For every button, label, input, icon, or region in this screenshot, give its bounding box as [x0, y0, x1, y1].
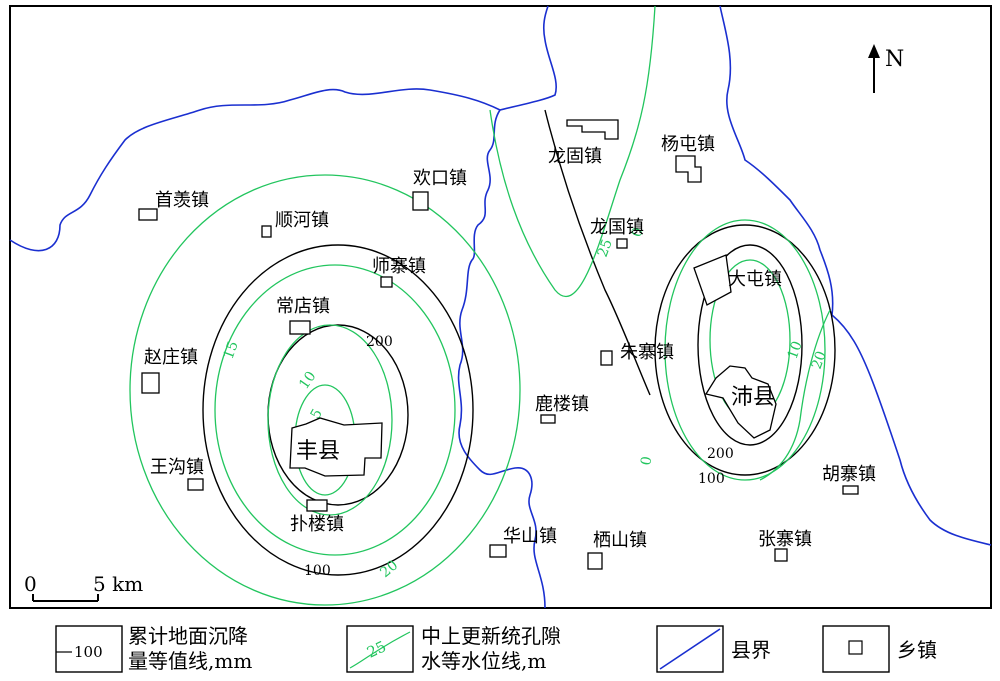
town-marker-wanggou: [187, 478, 204, 491]
town-label-changdian: 常店镇: [276, 296, 330, 317]
town-label-huashan: 华山镇: [503, 526, 557, 547]
town-marker-peixian: [704, 365, 777, 439]
town-marker-changdian: [289, 320, 311, 335]
subsidence-contour-100-fengxian: [202, 244, 474, 576]
subsidence-contour-100-peixian: [654, 224, 836, 476]
town-marker-longguo: [616, 238, 628, 249]
town-marker-huzhai: [842, 485, 859, 495]
town-marker-lulou: [540, 414, 556, 424]
north-arrow: [868, 44, 880, 93]
scale-distance: 5 km: [93, 572, 143, 596]
town-marker-shoumei: [138, 208, 158, 221]
north-label: N: [885, 47, 904, 72]
legend-subsidence-line2: 量等值线,mm: [128, 649, 252, 673]
water-level-contour-10: [267, 324, 393, 516]
town-label-fanlou: 扑楼镇: [290, 514, 344, 535]
water-level-label: 10: [296, 369, 319, 393]
town-label-shunhe: 顺河镇: [275, 210, 329, 231]
water-level-contour-20-outer: [129, 174, 521, 606]
town-label-huzhai: 胡寨镇: [822, 464, 876, 485]
town-marker-fengxian: [289, 417, 383, 477]
town-label-fengxian: 丰县: [296, 439, 340, 464]
water-level-label: 15: [221, 339, 242, 361]
town-marker-yangtun: [675, 155, 702, 183]
town-label-yangtun: 杨屯镇: [661, 134, 715, 155]
county-border-river: [457, 109, 546, 609]
town-marker-huashan: [489, 544, 507, 558]
town-label-datun: 大屯镇: [728, 269, 782, 290]
county-border-east: [719, 5, 992, 546]
town-marker-datun: [693, 254, 732, 306]
scale-zero: 0: [24, 572, 37, 596]
town-label-shizhai: 师寨镇: [372, 256, 426, 277]
county-border: [9, 5, 557, 252]
town-label-wanggou: 王沟镇: [150, 457, 204, 478]
town-label-zhaozhuang: 赵庄镇: [144, 347, 198, 368]
town-marker-shizhai: [380, 276, 393, 288]
water-level-label: 20: [809, 349, 830, 371]
town-marker-zhuzhai: [600, 350, 613, 366]
water-level-contour-15: [214, 264, 456, 556]
water-level-label: 25: [595, 237, 616, 259]
town-label-longgu: 龙固镇: [548, 146, 602, 167]
subsidence-contour-200-peixian: [697, 244, 803, 446]
subsidence-contour-200-fengxian: [267, 324, 409, 506]
map-frame: [9, 5, 992, 609]
town-marker-zhangzhai: [774, 548, 788, 562]
legend-water-level-line2: 水等水位线,m: [421, 649, 546, 673]
town-marker-zhaozhuang: [141, 372, 160, 394]
town-marker-longgu: [566, 119, 619, 140]
water-level-label: 0: [638, 455, 655, 467]
legend-water-level-line1: 中上更新统孔隙: [421, 624, 561, 648]
legend-subsidence-sample: 100: [74, 643, 103, 661]
town-label-huankou: 欢口镇: [413, 168, 467, 189]
subsidence-label: 200: [707, 446, 734, 462]
subsidence-label: 100: [698, 471, 725, 487]
town-marker-fanlou: [306, 499, 328, 512]
legend: 100 累计地面沉降 量等值线,mm 25 中上更新统孔隙 水等水位线,m 县界…: [55, 624, 937, 673]
town-marker-huankou: [412, 191, 429, 211]
legend-subsidence-swatch: [55, 625, 123, 673]
legend-subsidence-line1: 累计地面沉降: [128, 624, 248, 648]
water-level-label: 10: [785, 339, 806, 361]
water-level-contour-10-peixian: [664, 219, 826, 481]
town-label-peixian: 沛县: [731, 385, 775, 410]
town-label-qishan: 栖山镇: [593, 530, 647, 551]
subsidence-label: 100: [304, 563, 331, 579]
town-label-longguo: 龙国镇: [590, 217, 644, 238]
town-label-lulou: 鹿楼镇: [535, 394, 589, 415]
subsidence-label: 200: [366, 334, 393, 350]
town-label-zhuzhai: 朱寨镇: [620, 342, 674, 363]
subsidence-contour-link: [544, 109, 651, 396]
town-marker-shunhe: [261, 225, 272, 238]
legend-town-label: 乡镇: [897, 638, 937, 662]
scale-bar: [32, 594, 99, 602]
water-level-contour-25: [489, 5, 656, 298]
town-marker-qishan: [587, 552, 603, 570]
town-label-shoumei: 首羡镇: [155, 190, 209, 211]
water-level-label: 20: [377, 557, 401, 581]
water-level-contour-20-peixian: [759, 309, 831, 481]
legend-county-label: 县界: [731, 638, 771, 662]
town-label-zhangzhai: 张寨镇: [758, 529, 812, 550]
